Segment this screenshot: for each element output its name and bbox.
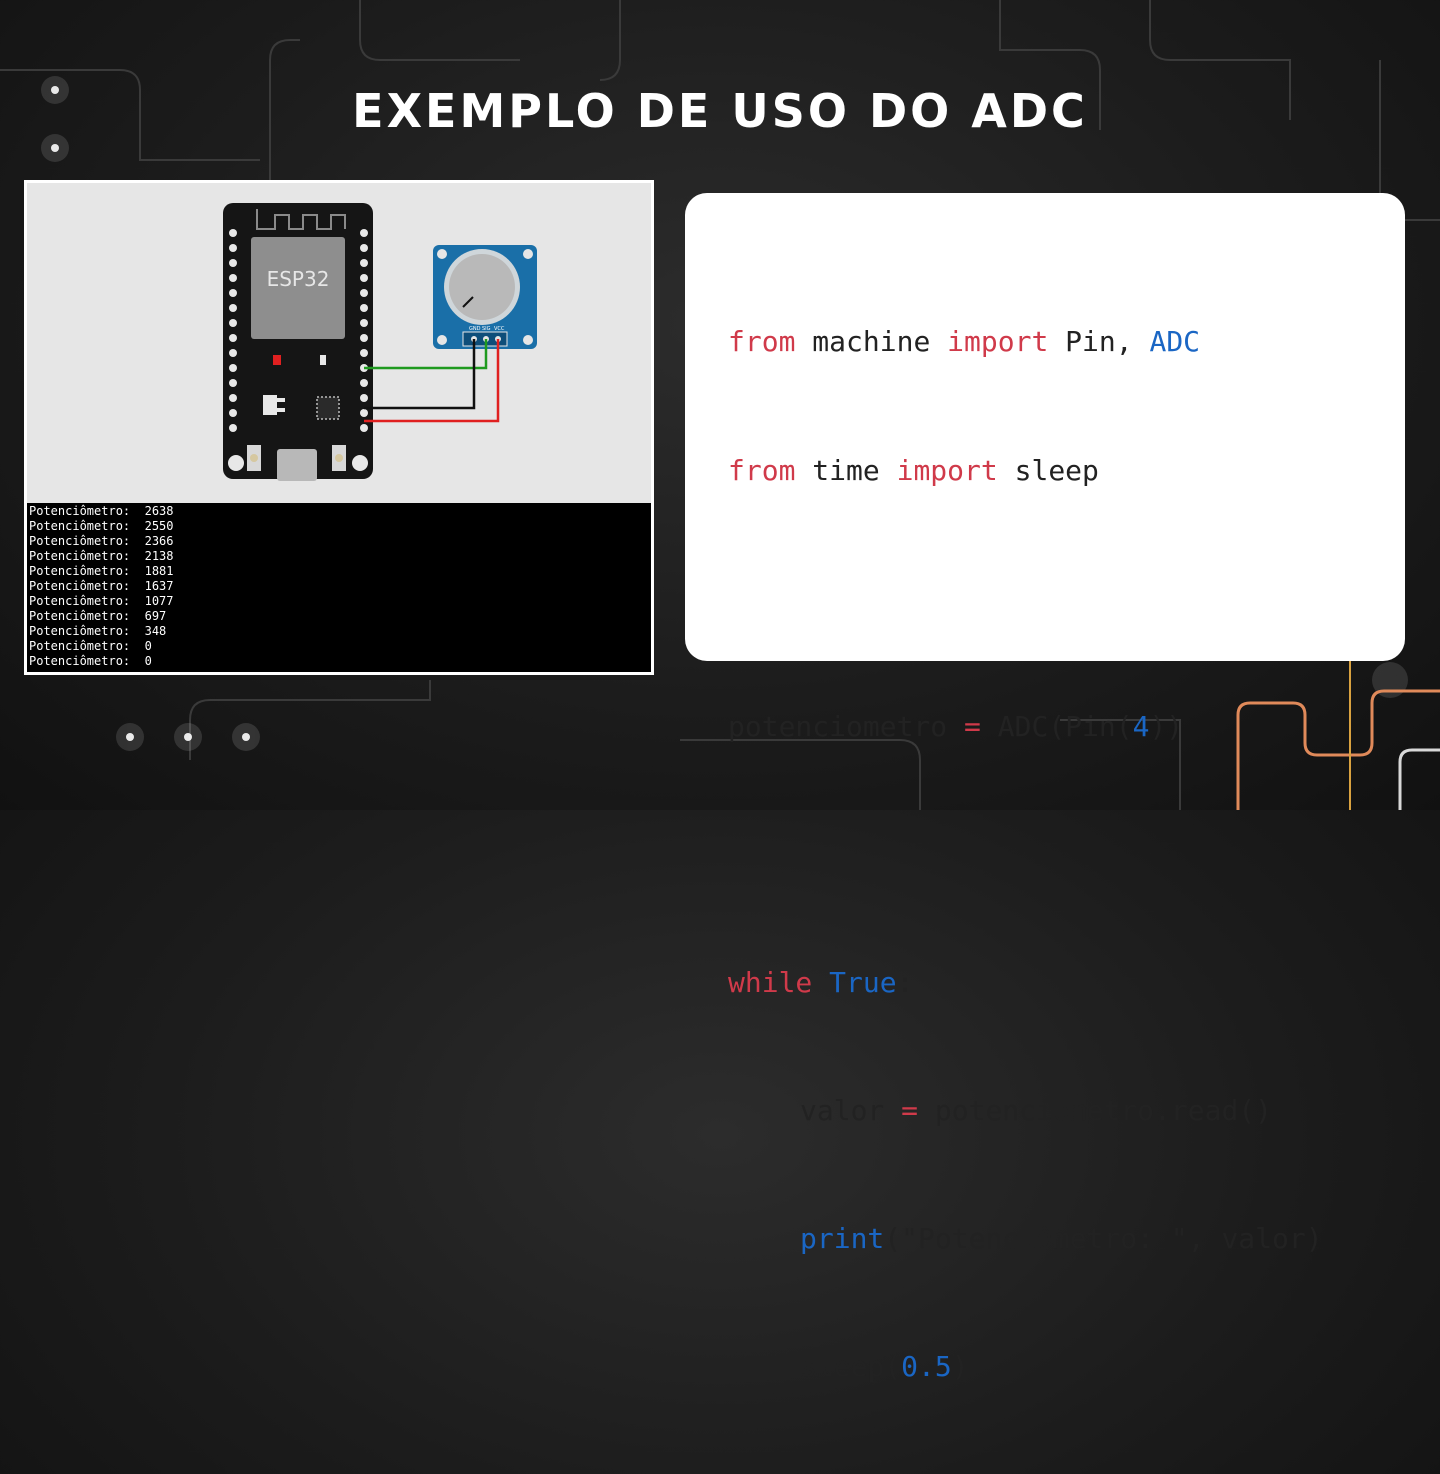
code-line-9: sleep(0.5) [800,1350,969,1384]
code-line-2: from time import sleep [728,453,1099,487]
serial-monitor: Potenciômetro: 2638 Potenciômetro: 2550 … [27,503,651,672]
serial-line: Potenciômetro: 1077 [29,594,174,608]
code-line-4: potenciometro = ADC(Pin(4)) [728,709,1184,743]
pot-pin-sig: SIG [482,326,491,332]
esp32-board: ESP32 [223,203,373,481]
serial-line: Potenciômetro: 0 [29,654,152,668]
serial-line: Potenciômetro: 2638 [29,504,174,518]
code-line-blank [728,578,1323,621]
code-line-7: valor = potenciometro.read() [800,1093,1273,1127]
serial-line: Potenciômetro: 2550 [29,519,174,533]
code-line-6: while True: [728,965,914,999]
serial-line: Potenciômetro: 1637 [29,579,174,593]
code-line-1: from machine import Pin, ADC [728,325,1201,359]
background-circuit-decoration [0,0,1440,810]
serial-line: Potenciômetro: 348 [29,624,167,638]
serial-line: Potenciômetro: 697 [29,609,167,623]
serial-line: Potenciômetro: 2138 [29,549,174,563]
simulator-screenshot: ESP32 [24,180,654,675]
wires [364,339,500,423]
board-label: ESP32 [267,267,330,291]
potentiometer-module: GND SIG VCC [433,245,537,349]
code-line-8: print("Potenciômetro: ", valor) [800,1222,1323,1256]
pot-pin-gnd: GND [469,326,481,332]
pot-pin-vcc: VCC [494,326,505,332]
circuit-canvas: ESP32 [27,183,651,503]
code-line-blank [728,834,1323,877]
code-card: from machine import Pin, ADC from time i… [685,193,1405,1383]
slide-title: EXEMPLO DE USO DO ADC [352,84,1088,138]
code-block: from machine import Pin, ADC from time i… [728,236,1323,1474]
serial-line: Potenciômetro: 0 [29,639,152,653]
serial-line: Potenciômetro: 1881 [29,564,174,578]
serial-line: Potenciômetro: 2366 [29,534,174,548]
